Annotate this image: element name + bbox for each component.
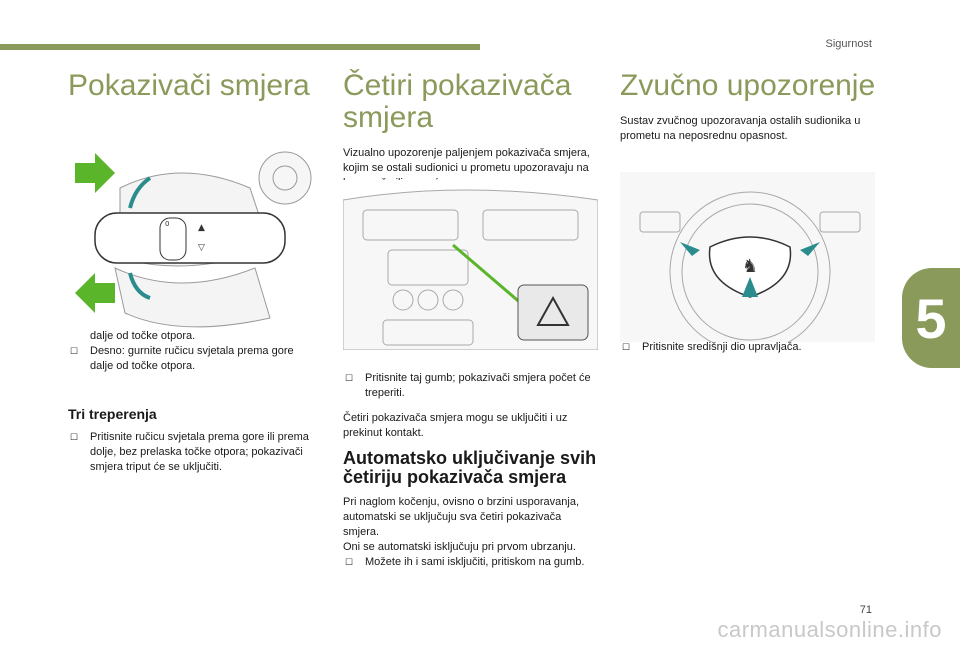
arrow-left-teal-icon: [680, 242, 700, 256]
arrow-down-teal-icon: [128, 272, 151, 300]
horn-intro: Sustav zvučnog upozoravanja ostalih sudi…: [620, 115, 861, 142]
stalk-lever: [94, 212, 286, 264]
bullet-right: Desno: gurnite ručicu svjetala prema gor…: [68, 344, 318, 374]
bullet-press-hazard: Pritisnite taj gumb; pokazivači smjera p…: [343, 371, 598, 401]
hazard-button: [517, 284, 589, 341]
arrow-up-teal-icon: [742, 277, 758, 297]
stalk-ring: [159, 217, 187, 261]
bullet-three-flashes: Pritisnite ručicu svjetala prema gore il…: [68, 430, 318, 475]
column-horn: Zvučno upozorenje Sustav zvučnog upozora…: [620, 69, 880, 356]
bullet-press-horn: Pritisnite središnji dio upravljača.: [620, 340, 880, 355]
title-turn-signals: Pokazivači smjera: [68, 69, 310, 102]
svg-text:▲: ▲: [198, 223, 205, 233]
chapter-tab: 5: [902, 268, 960, 368]
arrow-right-teal-icon: [800, 242, 820, 256]
brand-logo-icon: ♞: [742, 256, 758, 277]
bullet-switch-off: Možete ih i sami isključiti, pritiskom n…: [343, 555, 598, 570]
horn-pad: [708, 236, 792, 298]
svg-text:0: 0: [165, 220, 169, 228]
stalk-illustration: 0 ▲ ▽: [70, 148, 320, 328]
subtitle-three-flashes: Tri treperenja: [68, 406, 157, 422]
section-label: Sigurnost: [825, 38, 872, 50]
arrow-down-green-icon: [75, 273, 115, 313]
title-horn: Zvučno upozorenje: [620, 69, 876, 102]
auto-hazard-para1: Pri naglom kočenju, ovisno o brzini uspo…: [343, 496, 580, 538]
watermark: carmanualsonline.info: [717, 617, 942, 642]
hazard-note: Četiri pokazivača smjera mogu se uključi…: [343, 412, 568, 439]
header-accent-bar: [0, 44, 480, 50]
steering-wheel-illustration: ♞: [620, 172, 875, 342]
title-hazard-lights: Četiri pokazivača smjera: [343, 69, 572, 134]
dashboard-illustration: [343, 180, 598, 350]
page-number: 71: [859, 604, 872, 616]
svg-text:▽: ▽: [198, 243, 205, 253]
arrow-up-teal-icon: [128, 176, 152, 209]
column-hazard-lights: Četiri pokazivača smjera Vizualno upozor…: [343, 69, 598, 571]
auto-hazard-para2: Oni se automatski isključuju pri prvom u…: [343, 541, 576, 553]
subtitle-auto-hazard: Automatsko uključivanje svih četiriju po…: [343, 448, 597, 487]
hazard-triangle-icon: [536, 295, 570, 326]
arrow-up-green-icon: [75, 153, 115, 193]
